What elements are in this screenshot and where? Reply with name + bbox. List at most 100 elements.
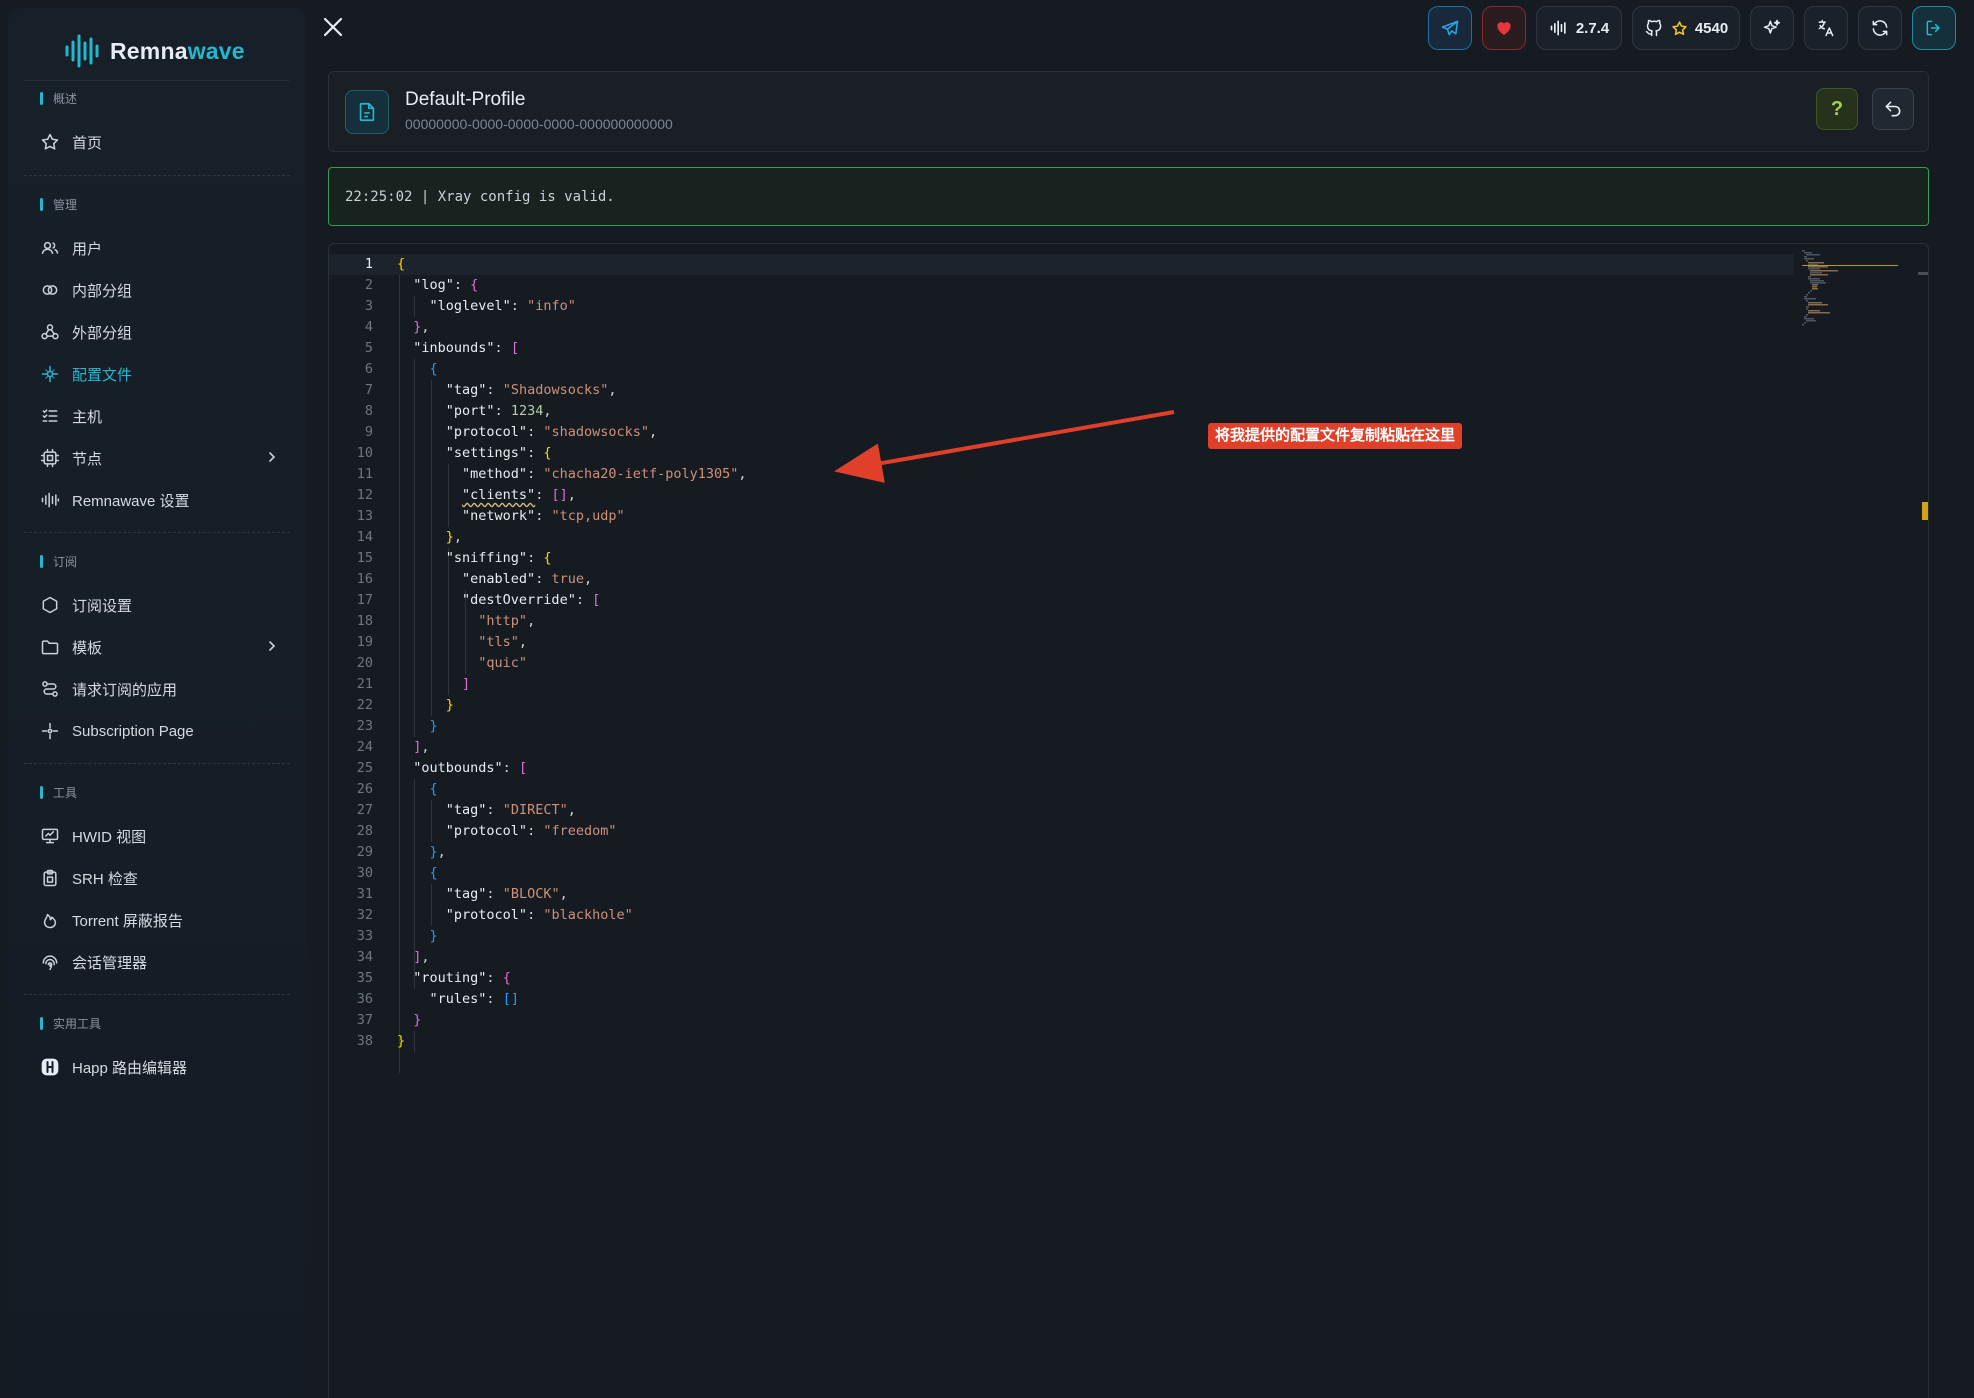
list-icon — [42, 409, 58, 422]
fingerprint-icon — [42, 955, 58, 971]
sidebar-item-nodes[interactable]: 节点 — [32, 440, 292, 476]
route-icon — [42, 681, 58, 697]
back-button[interactable] — [1872, 88, 1914, 130]
section-label-tools: 工具 — [40, 784, 77, 801]
sidebar-item-label: 首页 — [72, 134, 103, 152]
line-number: 12 — [356, 487, 373, 503]
minimap[interactable] — [1802, 250, 1898, 330]
happ-icon — [41, 1058, 59, 1076]
line-number: 2 — [364, 277, 373, 293]
line-number: 6 — [364, 361, 373, 377]
line-number: 1 — [364, 256, 373, 272]
app-logo[interactable]: Remnawave — [64, 28, 245, 74]
minimap-cursor-line — [1802, 265, 1898, 266]
sidebar-item-label: 模板 — [72, 639, 103, 657]
sidebar-item-label: 内部分组 — [72, 282, 133, 300]
sidebar-item-label: 外部分组 — [72, 324, 133, 342]
version-button[interactable]: 2.7.4 — [1536, 6, 1622, 50]
line-number: 17 — [356, 592, 373, 608]
line-number: 34 — [356, 949, 373, 965]
indent-guide — [448, 464, 449, 527]
sidebar-item-requesting-apps[interactable]: 请求订阅的应用 — [32, 671, 292, 707]
sidebar-item-label: 请求订阅的应用 — [72, 681, 178, 699]
line-number: 30 — [356, 865, 373, 881]
section-label-overview: 概述 — [40, 90, 77, 107]
sidebar-item-label: 会话管理器 — [72, 954, 148, 972]
waveform-logo-icon — [65, 34, 99, 68]
section-label-management: 管理 — [40, 196, 77, 213]
sidebar-item-users[interactable]: 用户 — [32, 230, 292, 266]
config-code[interactable]: { "log": { "loglevel": "info" }, "inboun… — [397, 256, 747, 1049]
translate-icon — [1818, 19, 1834, 37]
chevron-right-icon — [269, 452, 276, 462]
divider — [24, 532, 290, 533]
indent-guide — [448, 548, 449, 695]
users-icon — [41, 241, 59, 254]
logout-icon — [1926, 20, 1940, 36]
divider — [24, 763, 290, 764]
line-number: 15 — [356, 550, 373, 566]
line-number: 33 — [356, 928, 373, 944]
sidebar-item-label: 主机 — [72, 408, 103, 426]
sidebar-item-label: Torrent 屏蔽报告 — [72, 912, 183, 930]
line-number: 10 — [356, 445, 373, 461]
sidebar-item-subscription-settings[interactable]: 订阅设置 — [32, 587, 292, 623]
line-number: 27 — [356, 802, 373, 818]
sidebar-item-hwid[interactable]: HWID 视图 — [32, 818, 292, 854]
refresh-button[interactable] — [1858, 6, 1902, 50]
indent-guide — [431, 380, 432, 716]
sidebar-item-hosts[interactable]: 主机 — [32, 398, 292, 434]
sidebar-item-label: 配置文件 — [72, 366, 133, 384]
sidebar-item-subscription-page[interactable]: Subscription Page — [32, 713, 292, 749]
line-number: 28 — [356, 823, 373, 839]
line-number: 18 — [356, 613, 373, 629]
profile-header: Default-Profile 00000000-0000-0000-0000-… — [328, 71, 1929, 152]
validation-banner: 22:25:02 | Xray config is valid. — [328, 167, 1929, 226]
file-icon — [345, 90, 389, 134]
sponsor-button[interactable] — [1482, 6, 1526, 50]
sidebar-item-external-squads[interactable]: 外部分组 — [32, 314, 292, 350]
help-button[interactable]: ? — [1816, 88, 1858, 130]
line-number: 37 — [356, 1012, 373, 1028]
github-icon — [1645, 19, 1662, 37]
line-number: 29 — [356, 844, 373, 860]
line-number: 19 — [356, 634, 373, 650]
profile-name: Default-Profile — [405, 89, 526, 110]
logout-button[interactable] — [1912, 6, 1956, 50]
sidebar-item-internal-squads[interactable]: 内部分组 — [32, 272, 292, 308]
sidebar-item-srh-inspector[interactable]: SRH 检查 — [32, 860, 292, 896]
line-number: 3 — [364, 298, 373, 314]
hexagon-icon — [42, 596, 58, 614]
indent-guide — [431, 884, 432, 926]
github-button[interactable]: 4540 — [1632, 6, 1740, 50]
clipboard-icon — [43, 869, 57, 887]
close-button[interactable] — [318, 12, 348, 42]
telegram-button[interactable] — [1428, 6, 1472, 50]
indent-guide — [465, 590, 466, 674]
sidebar-item-session-manager[interactable]: 会话管理器 — [32, 944, 292, 980]
sidebar-item-templates[interactable]: 模板 — [32, 629, 292, 665]
divider — [24, 80, 290, 81]
line-number: 11 — [356, 466, 373, 482]
indent-guide — [414, 1031, 415, 1052]
line-number: 21 — [356, 676, 373, 692]
sidebar-item-happ-routing-editor[interactable]: Happ 路由编辑器 — [32, 1049, 292, 1085]
line-number: 25 — [356, 760, 373, 776]
line-number: 20 — [356, 655, 373, 671]
scrollbar-thumb[interactable] — [1918, 272, 1928, 275]
sidebar-item-config-profiles[interactable]: 配置文件 — [32, 356, 292, 392]
sidebar-item-home[interactable]: 首页 — [32, 124, 292, 160]
indent-guide — [399, 275, 400, 1073]
waveform-icon — [1550, 20, 1566, 36]
sidebar-item-torrent-blocker[interactable]: Torrent 屏蔽报告 — [32, 902, 292, 938]
ai-sparkle-button[interactable] — [1750, 6, 1794, 50]
line-number: 14 — [356, 529, 373, 545]
line-number: 35 — [356, 970, 373, 986]
language-button[interactable] — [1804, 6, 1848, 50]
line-number: 36 — [356, 991, 373, 1007]
webhook-icon — [41, 324, 59, 340]
sidebar-item-label: Happ 路由编辑器 — [72, 1059, 188, 1077]
sidebar-item-remnawave-settings[interactable]: Remnawave 设置 — [32, 482, 292, 518]
